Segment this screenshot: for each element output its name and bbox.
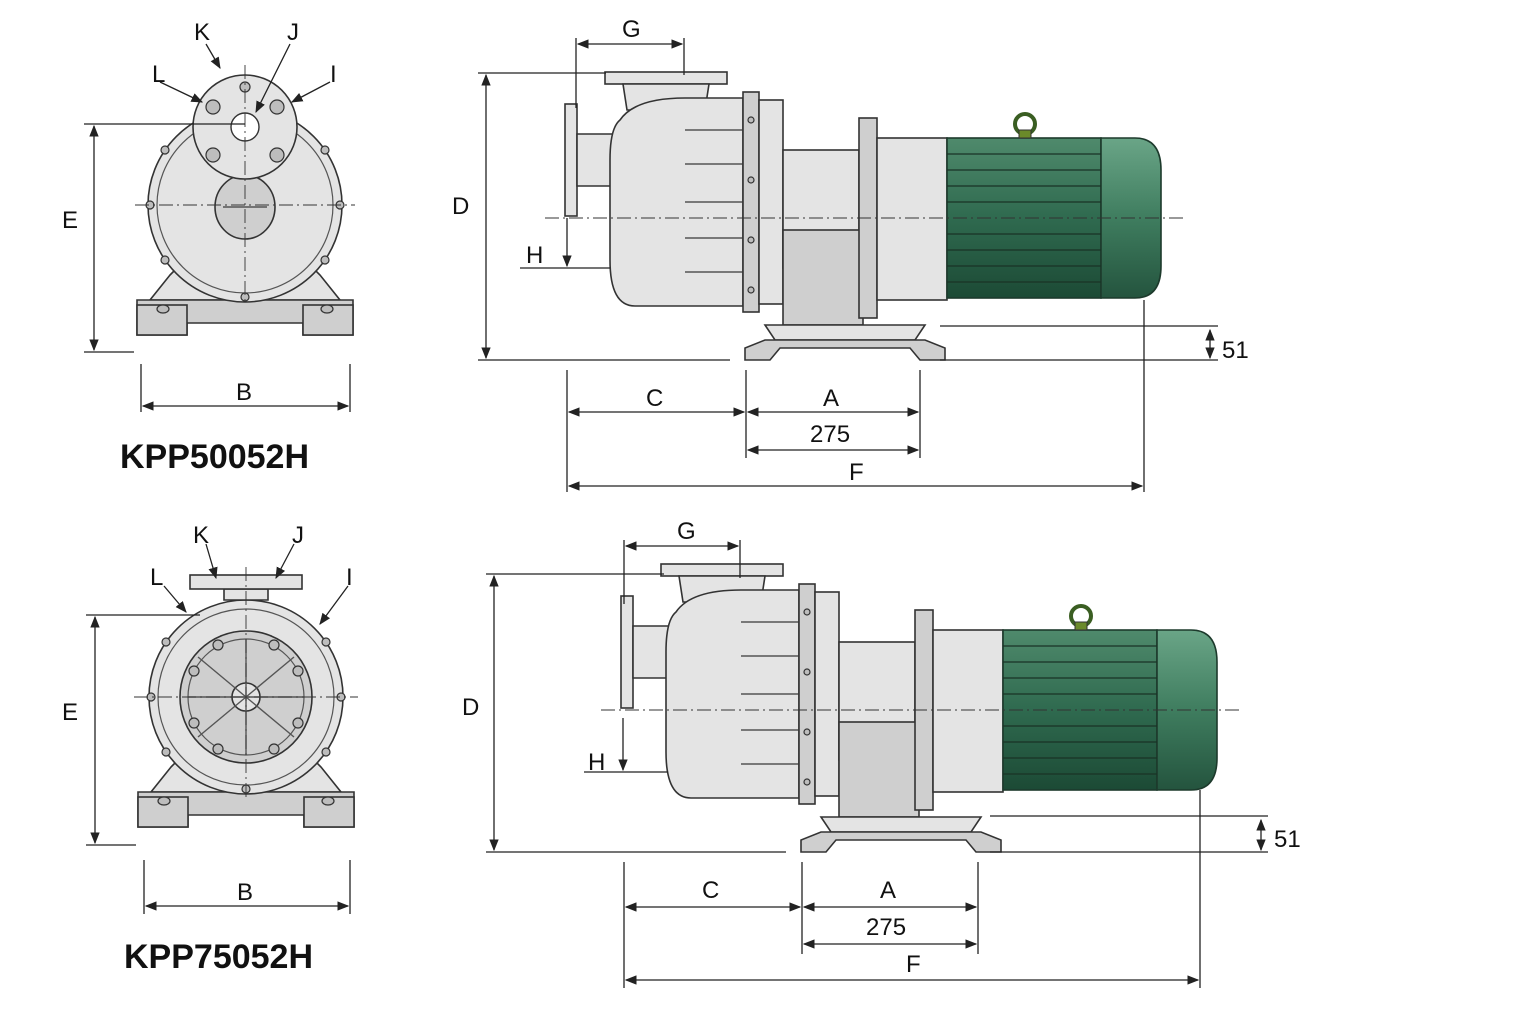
label-a: A (823, 385, 839, 412)
label-h: H (526, 242, 543, 269)
label-j: J (287, 19, 299, 46)
label-b: B (236, 379, 252, 406)
model-1-side-view: G D H 51 C A 275 F (452, 16, 1249, 492)
label-f: F (849, 459, 864, 486)
label-a: A (880, 877, 896, 904)
model-2-side-view: G D H 51 C A 275 F (462, 518, 1301, 988)
label-e: E (62, 207, 78, 234)
label-d: D (462, 694, 479, 721)
label-l: L (150, 564, 163, 591)
label-foot-span: 275 (810, 421, 850, 448)
label-i: I (330, 61, 337, 88)
label-g: G (622, 16, 641, 43)
label-g: G (677, 518, 696, 545)
model-title: KPP75052H (124, 938, 313, 976)
label-f: F (906, 951, 921, 978)
label-h: H (588, 749, 605, 776)
motor-fins-2 (1003, 645, 1157, 775)
label-c: C (702, 877, 719, 904)
label-foot-height: 51 (1274, 826, 1301, 853)
label-e: E (62, 699, 78, 726)
label-k: K (194, 19, 210, 46)
label-c: C (646, 385, 663, 412)
label-foot-height: 51 (1222, 337, 1249, 364)
label-b: B (237, 879, 253, 906)
label-i: I (346, 564, 353, 591)
label-k: K (193, 522, 209, 549)
model-2-front-view: K J L I E B KPP75052H (62, 522, 358, 976)
model-1-front-view: K J L I E B KPP50052H (62, 19, 355, 476)
label-j: J (292, 522, 304, 549)
label-l: L (152, 61, 165, 88)
motor-fins-1 (947, 153, 1101, 283)
model-title: KPP50052H (120, 438, 309, 476)
label-foot-span: 275 (866, 914, 906, 941)
label-d: D (452, 193, 469, 220)
